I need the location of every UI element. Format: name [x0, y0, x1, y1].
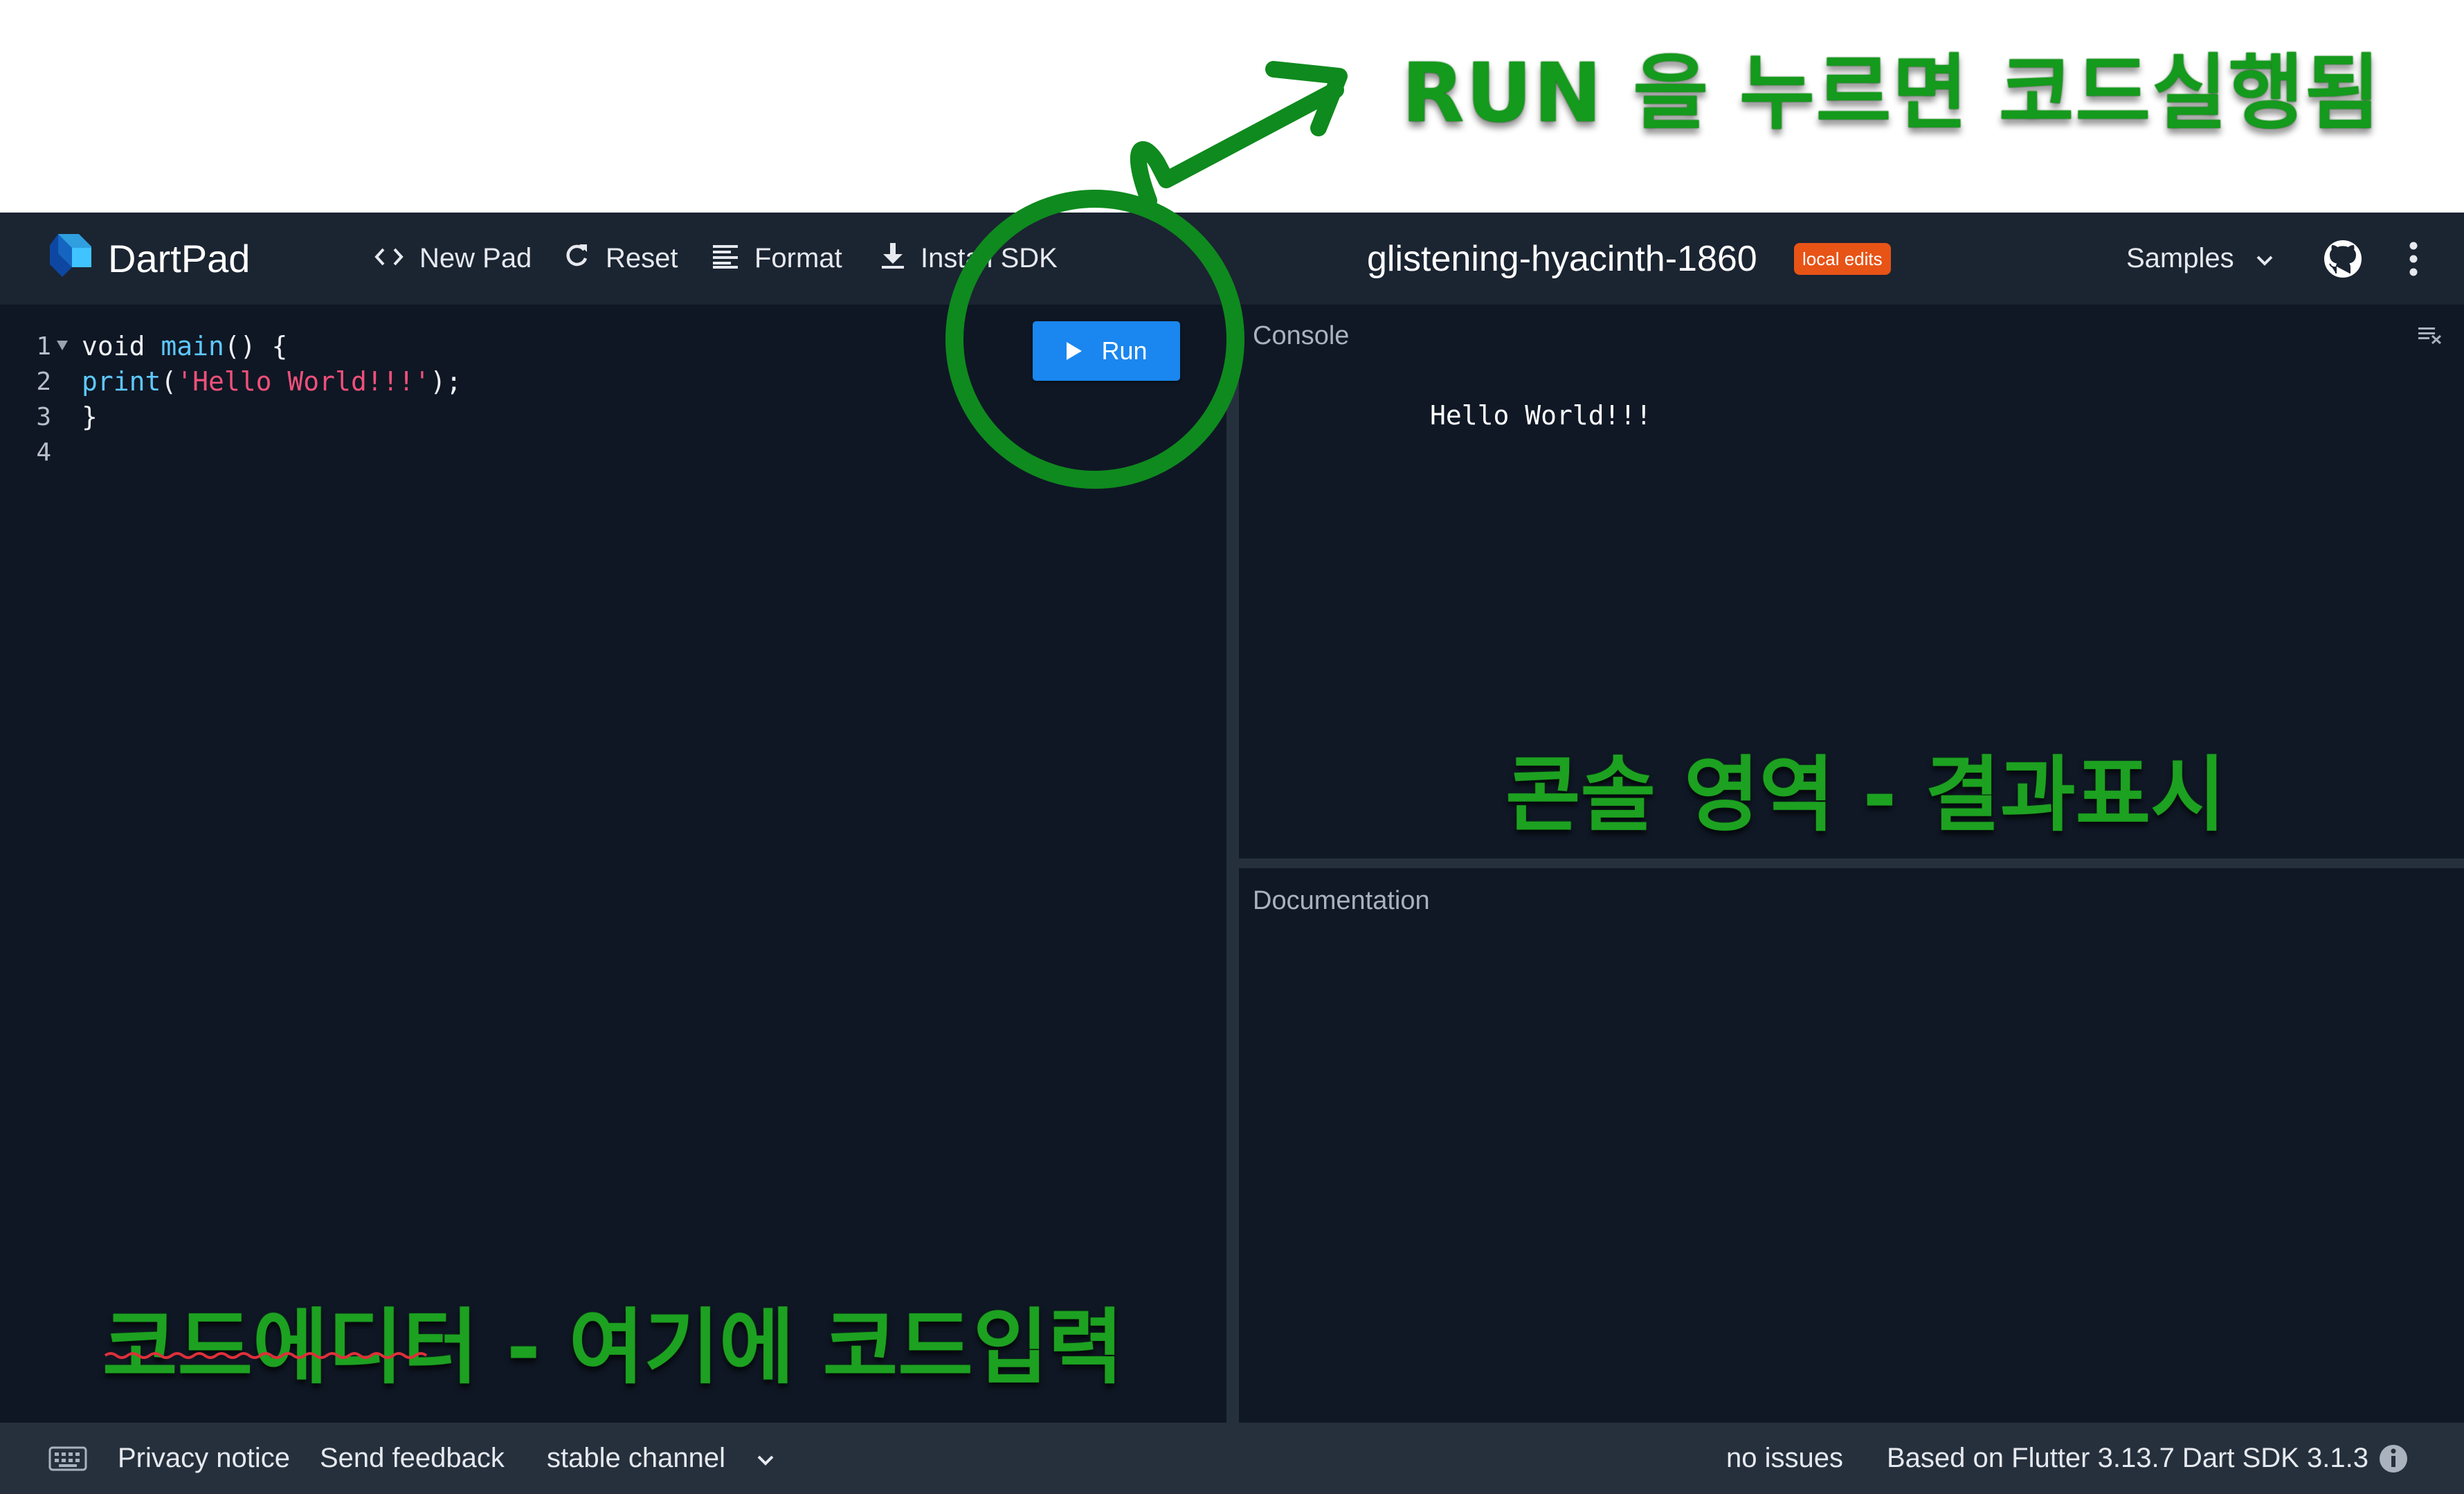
pad-title-text: glistening-hyacinth-1860	[1367, 238, 1757, 279]
more-menu-icon[interactable]	[2409, 213, 2418, 305]
status-bar	[0, 1423, 2464, 1494]
brand-name: DartPad	[108, 237, 251, 280]
samples-label: Samples	[2126, 243, 2234, 273]
console-title: Console	[1253, 321, 1350, 350]
code-text: }	[82, 402, 98, 432]
new-pad-button[interactable]: New Pad	[374, 213, 532, 305]
format-lines-icon	[712, 242, 739, 276]
chevron-down-icon	[2255, 243, 2274, 274]
code-line: void main() {	[82, 331, 287, 361]
app-header	[0, 213, 2464, 305]
format-label: Format	[754, 243, 842, 273]
channel-label: stable channel	[547, 1443, 725, 1473]
chevron-down-icon	[756, 1443, 775, 1474]
local-edits-badge: local edits	[1794, 213, 1891, 305]
fold-arrow-icon[interactable]	[55, 339, 69, 355]
github-icon[interactable]	[2323, 213, 2363, 305]
play-icon	[1065, 341, 1083, 361]
clear-console-icon[interactable]	[2418, 326, 2442, 348]
version-info: Based on Flutter 3.13.7 Dart SDK 3.1.3	[1887, 1443, 2368, 1473]
code-editor[interactable]	[0, 305, 1226, 1423]
privacy-notice-link[interactable]: Privacy notice	[118, 1443, 290, 1473]
reset-button[interactable]: Reset	[563, 213, 678, 305]
run-annotation-text: RUN 을 누르면 코드실행됨	[1402, 45, 2382, 141]
documentation-panel	[1239, 868, 2464, 1423]
pad-title: glistening-hyacinth-1860	[1367, 213, 1757, 305]
editor-annotation-text: 코드에디터 - 여기에 코드입력	[102, 1299, 1123, 1395]
new-pad-label: New Pad	[419, 243, 532, 273]
code-text: );	[430, 366, 462, 397]
brand[interactable]: DartPad	[48, 213, 250, 305]
refresh-icon	[563, 242, 590, 276]
console-panel	[1239, 305, 2464, 858]
keyboard-icon[interactable]	[48, 1423, 87, 1494]
code-brackets-icon	[374, 243, 404, 274]
code-keyword: void	[82, 331, 161, 361]
code-line: }	[82, 402, 98, 432]
reset-label: Reset	[606, 243, 678, 273]
format-button[interactable]: Format	[712, 213, 842, 305]
local-edits-badge-text: local edits	[1794, 242, 1891, 275]
code-string: 'Hello World!!!'	[176, 366, 431, 397]
run-button[interactable]: Run	[1033, 321, 1180, 381]
code-function: main	[161, 331, 224, 361]
issues-status[interactable]: no issues	[1726, 1443, 1843, 1473]
send-feedback-link[interactable]: Send feedback	[320, 1443, 505, 1473]
code-text: (	[161, 366, 177, 397]
dart-logo-icon	[48, 231, 93, 287]
line-number: 1	[36, 332, 51, 361]
code-line: print('Hello World!!!');	[82, 366, 462, 397]
line-number: 4	[36, 438, 51, 467]
line-number: 2	[36, 368, 51, 396]
horizontal-splitter[interactable]	[1239, 858, 2464, 868]
download-icon	[880, 242, 905, 276]
vertical-splitter[interactable]	[1226, 305, 1239, 1423]
info-icon[interactable]	[2378, 1423, 2409, 1494]
line-number: 3	[36, 403, 51, 431]
console-output: Hello World!!!	[1430, 400, 1652, 431]
code-function: print	[82, 366, 161, 397]
arrow-icon	[1130, 61, 1348, 209]
install-sdk-button[interactable]: Install SDK	[880, 213, 1058, 305]
console-annotation-text: 콘솔 영역 - 결과표시	[1505, 747, 2226, 843]
documentation-title: Documentation	[1253, 886, 1430, 915]
samples-dropdown[interactable]: Samples	[2126, 213, 2274, 305]
code-text: () {	[224, 331, 288, 361]
channel-dropdown[interactable]: stable channel	[547, 1423, 775, 1494]
install-sdk-label: Install SDK	[921, 243, 1058, 273]
run-label: Run	[1101, 336, 1148, 365]
